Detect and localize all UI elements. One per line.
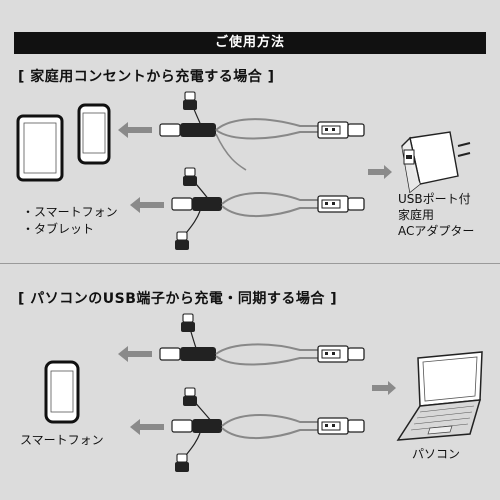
section-divider bbox=[0, 263, 500, 264]
adapter-label-line2: 家庭用 bbox=[398, 208, 435, 222]
arrow-icon bbox=[372, 381, 396, 395]
arrow-icon bbox=[368, 165, 392, 179]
arrow-icon bbox=[130, 419, 164, 435]
tablet-icon bbox=[16, 114, 64, 182]
devices-label-tablet: ・タブレット bbox=[22, 222, 95, 236]
arrow-icon bbox=[130, 197, 164, 213]
smartphone-label: スマートフォン bbox=[20, 433, 104, 447]
section1-heading: [ 家庭用コンセントから充電する場合 ] bbox=[18, 69, 275, 85]
page-title: ご使用方法 bbox=[14, 32, 486, 54]
section2-heading: [ パソコンのUSB端子から充電・同期する場合 ] bbox=[18, 291, 338, 307]
cable-icon bbox=[159, 313, 365, 366]
arrow-icon bbox=[118, 122, 152, 138]
arrow-icon bbox=[118, 346, 152, 362]
cable-icon bbox=[159, 91, 365, 171]
laptop-icon bbox=[396, 351, 483, 441]
cable-icon bbox=[171, 387, 365, 473]
devices-label-smartphone: ・スマートフォン bbox=[22, 205, 118, 219]
ac-adapter-icon bbox=[401, 131, 471, 194]
smartphone-icon bbox=[44, 360, 80, 424]
cable-icon bbox=[171, 167, 365, 251]
adapter-label-line3: ACアダプター bbox=[398, 224, 475, 238]
adapter-label-line1: USBポート付 bbox=[398, 192, 471, 206]
smartphone-icon bbox=[77, 103, 111, 165]
pc-label: パソコン bbox=[412, 447, 461, 461]
